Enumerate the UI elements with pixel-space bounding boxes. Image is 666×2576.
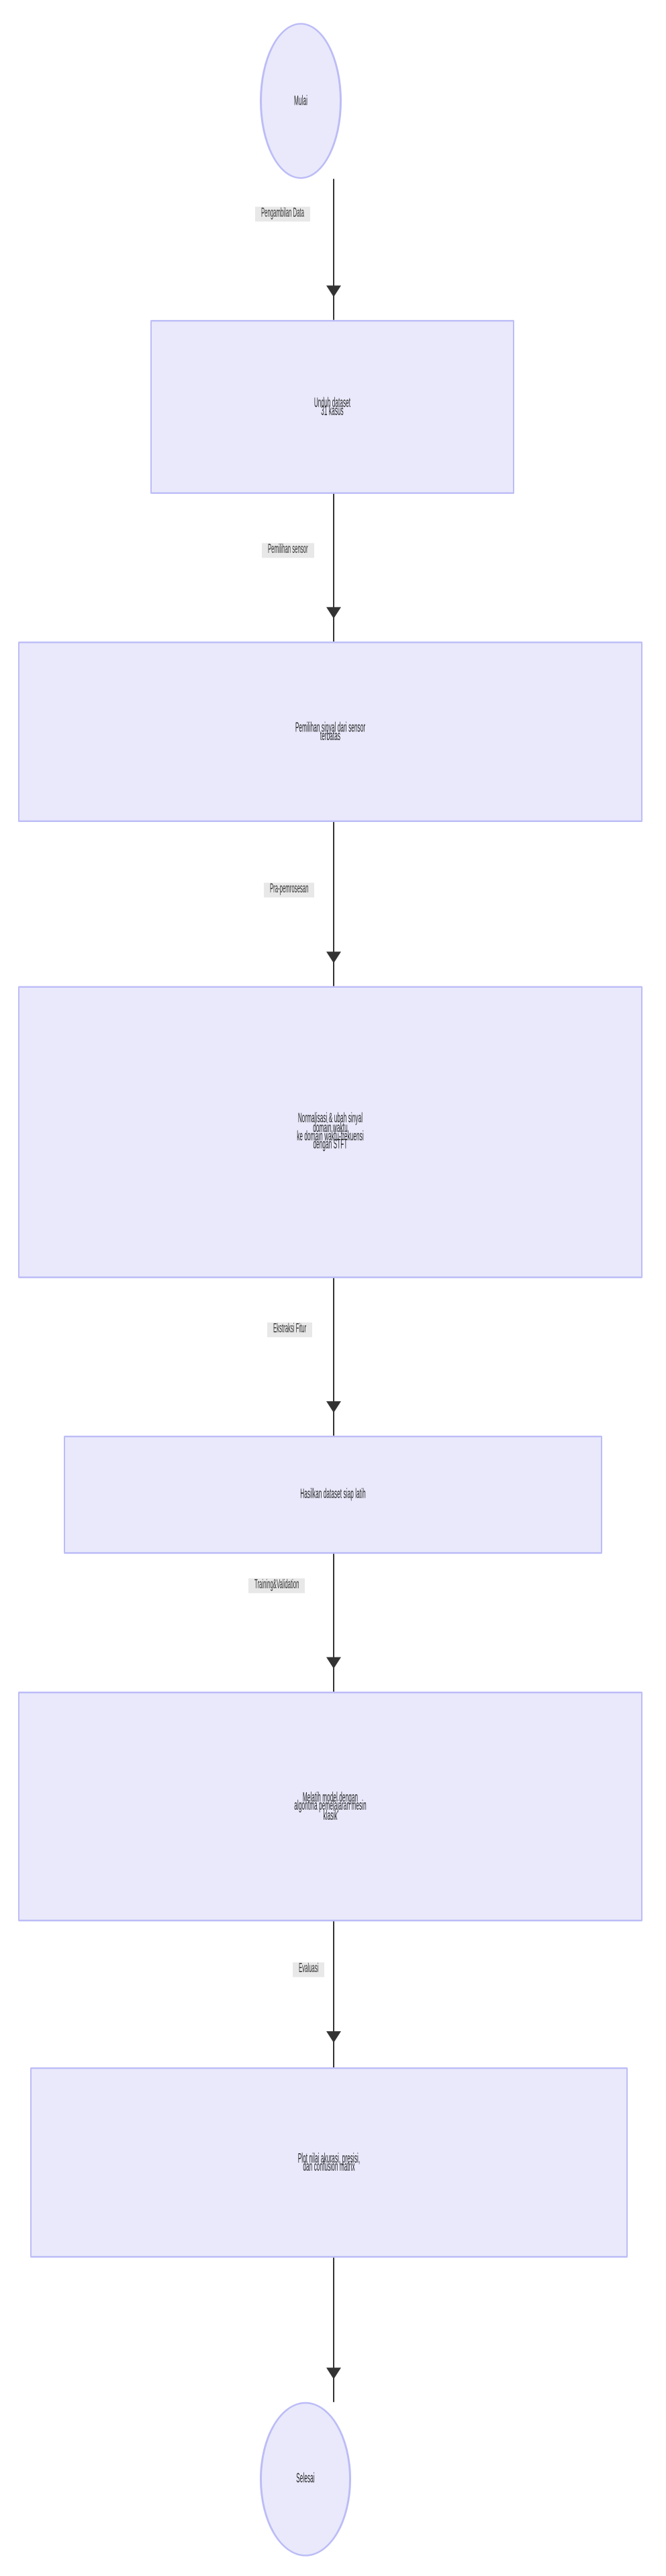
arrowhead-pilih-to-prapros	[326, 951, 341, 964]
node-melatih-model[interactable]: Melatih model dengan algoritma pemelajar…	[18, 1692, 643, 1922]
node-hasilkan-dataset[interactable]: Hasilkan dataset siap latih	[64, 1435, 602, 1554]
arrowhead-hasil-to-latih	[326, 1657, 341, 1669]
node-start[interactable]: Mulai	[260, 23, 342, 179]
node-prapemrosesan-stft[interactable]: Normalisasi & ubah sinyal domain waktu k…	[18, 986, 643, 1278]
edge-start-to-unduh	[333, 178, 334, 320]
arrowhead-unduh-to-pilih	[326, 607, 341, 619]
node-pemilihan-sinyal[interactable]: Pemilihan sinyal dari sensor terbatas	[18, 641, 643, 823]
edge-pilih-to-prapros	[333, 822, 334, 986]
arrowhead-latih-to-plot	[326, 2031, 341, 2043]
node-unduh-dataset[interactable]: Unduh dataset 31 kasus	[150, 319, 514, 495]
edge-plot-to-end	[333, 2257, 334, 2402]
arrowhead-prapros-to-hasil	[326, 1401, 341, 1413]
node-plot-hasil[interactable]: Plot nilai akurasi, presisi, dan confusi…	[30, 2067, 628, 2258]
edge-unduh-to-pilih	[333, 494, 334, 642]
edge-label-training-validation: Training&Validation	[248, 1578, 305, 1593]
node-end[interactable]: Selesai	[260, 2402, 351, 2557]
edge-label-pra-pemrosesan: Pra-pemrosesan	[264, 882, 315, 898]
edge-label-pemilihan-sensor: Pemilihan sensor	[262, 543, 314, 558]
edge-label-pengambilan-data: Pengambilan Data	[255, 206, 310, 221]
edge-label-evaluasi: Evaluasi	[293, 1962, 325, 1977]
edge-hasil-to-latih	[333, 1553, 334, 1692]
edge-label-ekstraksi-fitur: Ekstraksi Fitur	[267, 1322, 313, 1337]
arrowhead-plot-to-end	[326, 2367, 341, 2379]
edge-prapros-to-hasil	[333, 1278, 334, 1436]
edge-latih-to-plot	[333, 1921, 334, 2067]
arrowhead-start-to-unduh	[326, 285, 341, 297]
